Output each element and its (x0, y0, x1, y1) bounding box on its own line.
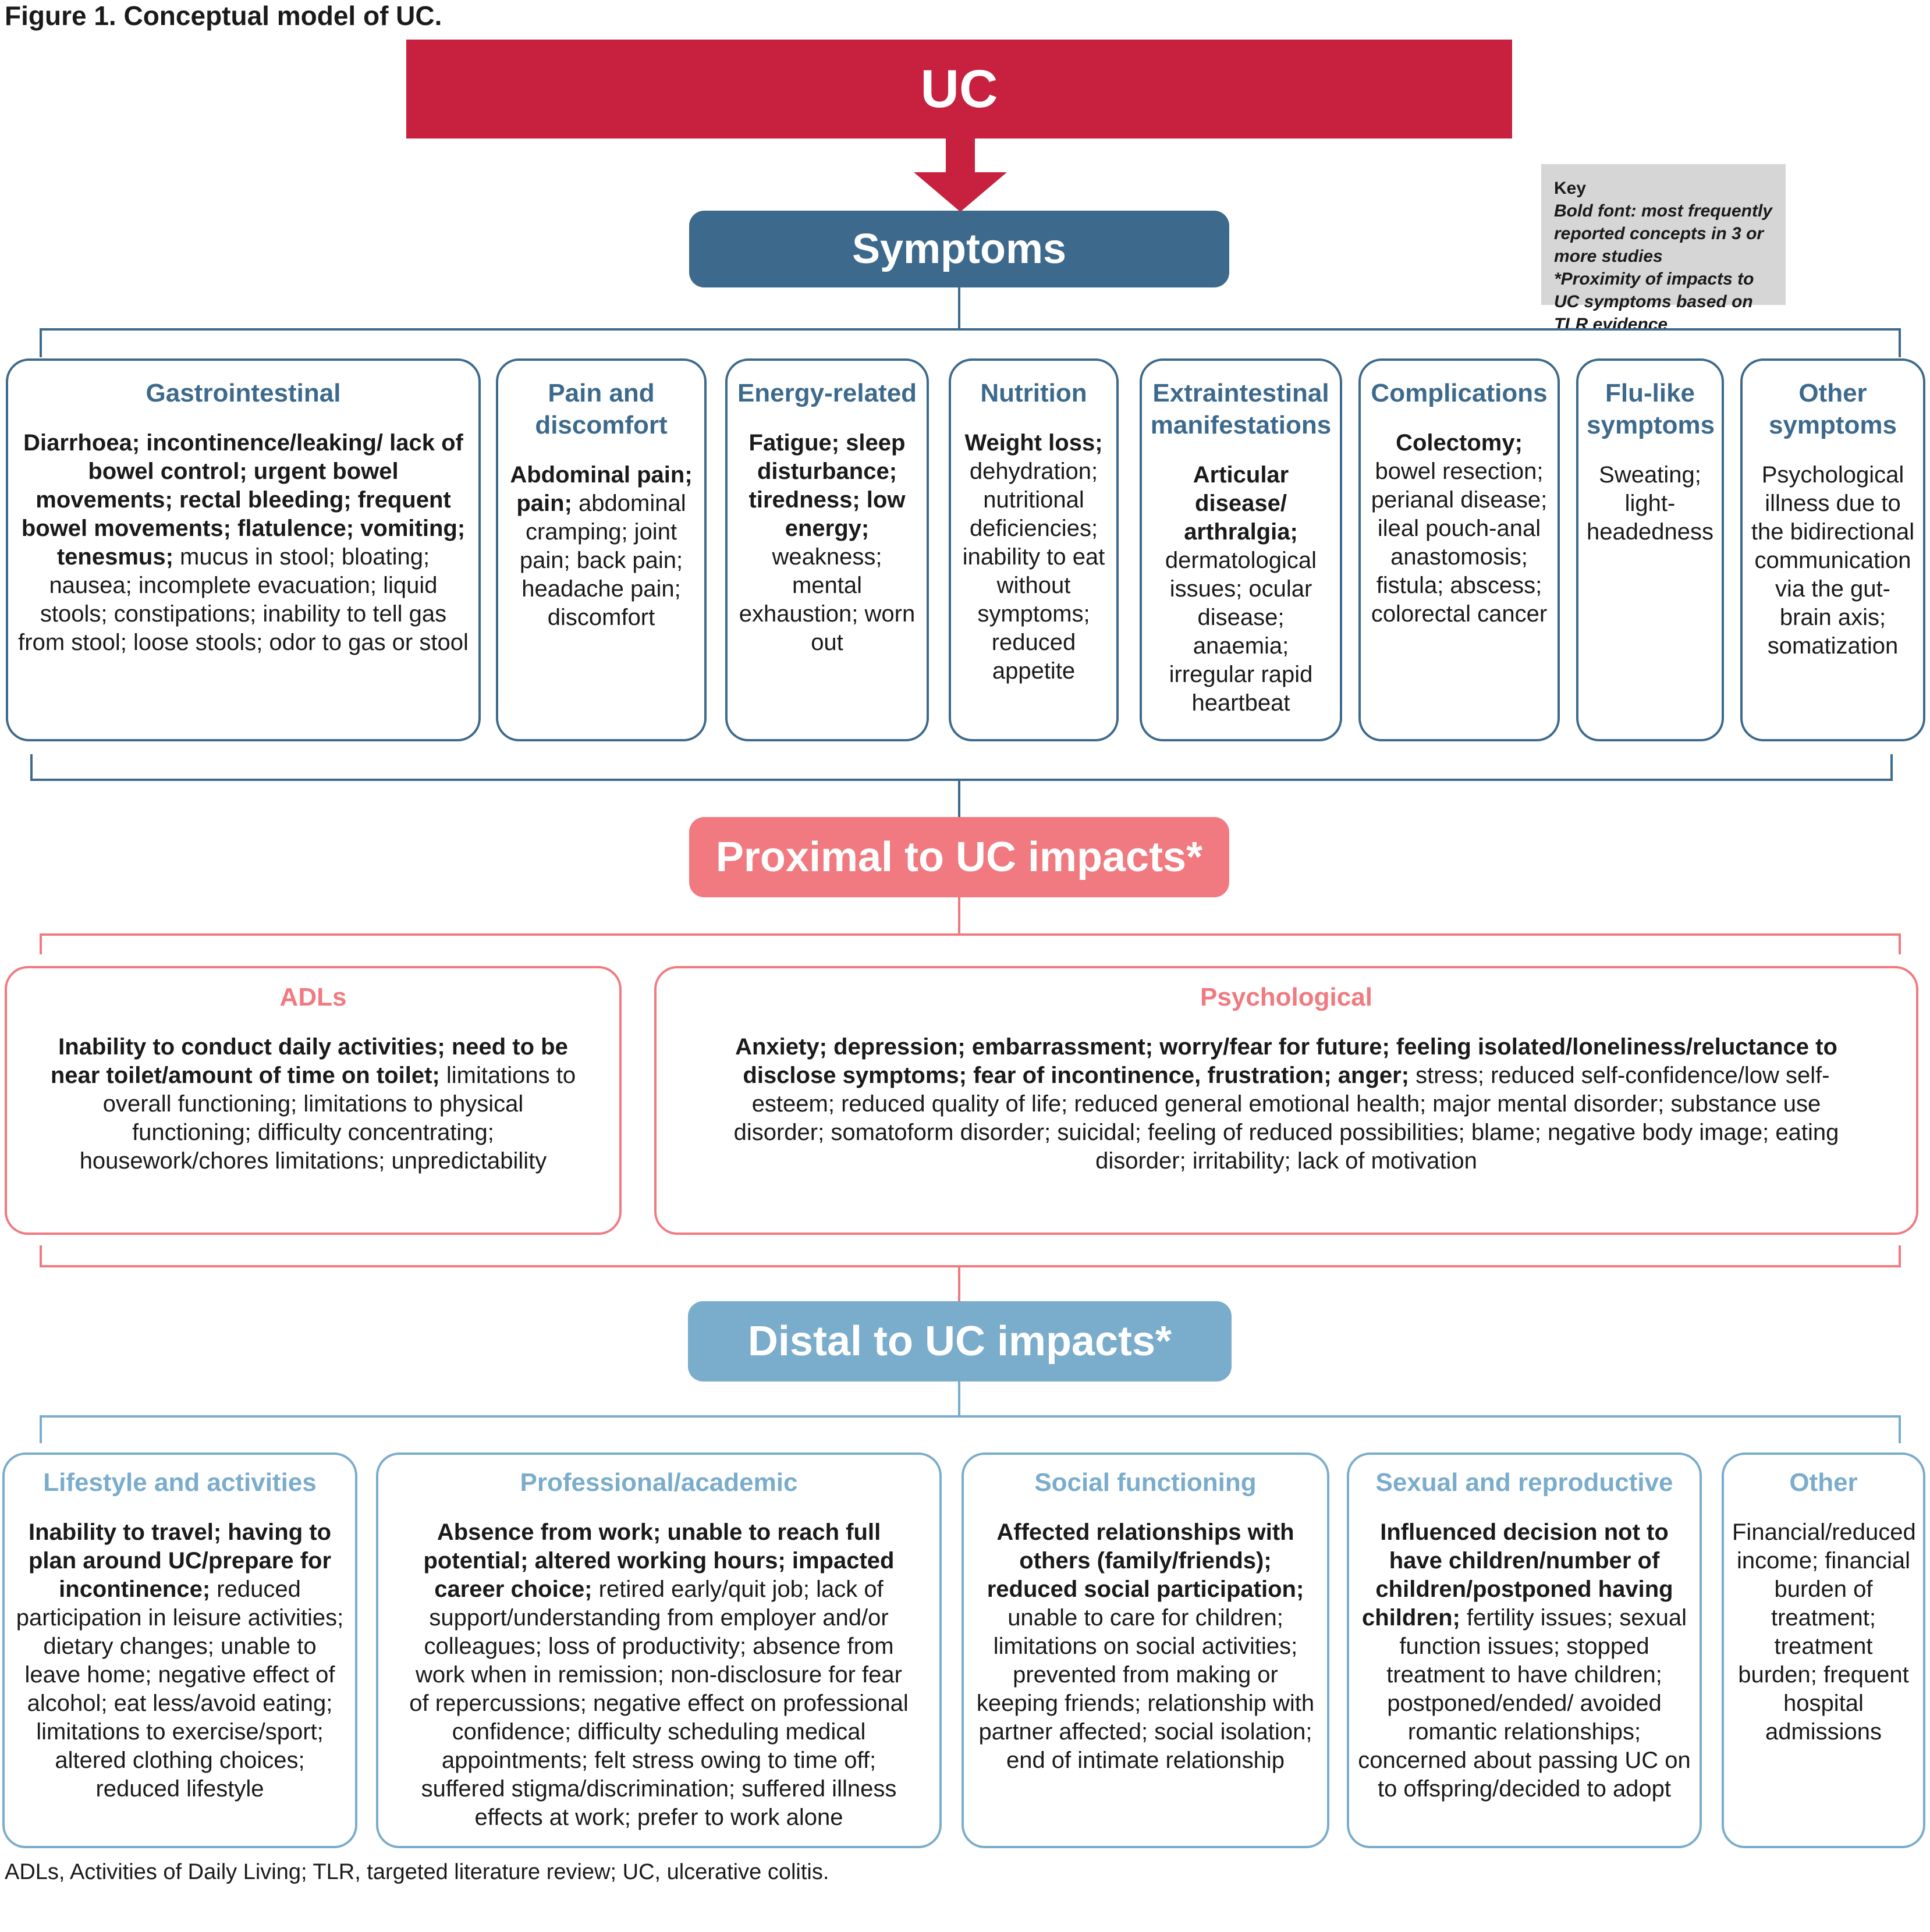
box-title: Flu-like symptoms (1587, 379, 1715, 439)
box-title: Other (1789, 1468, 1858, 1497)
box-title: Complications (1371, 379, 1548, 407)
bold-concepts: Abdominal pain; pain; (510, 462, 693, 516)
symptom-box-flu-like: Flu-like symptoms Sweating; light-headed… (1576, 358, 1724, 741)
other-concepts: Financial/reduced income; financial burd… (1732, 1519, 1916, 1745)
bold-concepts: Fatigue; sleep disturbance; tiredness; l… (748, 430, 906, 541)
bold-concepts: Diarrhoea; incontinence/leaking/ lack of… (21, 430, 466, 570)
box-title: Pain and discomfort (535, 379, 668, 439)
bold-concepts: Inability to travel; having to plan arou… (28, 1519, 332, 1602)
symptom-box-other: Other symptoms Psychological illness due… (1740, 358, 1925, 741)
other-concepts: reduced participation in leisure activit… (16, 1576, 344, 1802)
down-arrow-icon (914, 137, 1007, 212)
box-title: Other symptoms (1768, 379, 1897, 439)
other-concepts: limitations to overall functioning; limi… (79, 1063, 576, 1174)
other-concepts: Sweating; light-headedness (1587, 462, 1713, 545)
key-title: Key (1554, 179, 1587, 198)
distal-box-lifestyle: Lifestyle and activities Inability to tr… (2, 1452, 357, 1848)
other-concepts: stress; reduced self-confidence/low self… (733, 1063, 1839, 1174)
symptom-box-pain: Pain and discomfort Abdominal pain; pain… (496, 358, 707, 741)
bold-concepts: Articular disease/ arthralgia; (1184, 462, 1298, 545)
box-title: Energy-related (737, 379, 917, 407)
symptom-box-extraintestinal: Extraintestinal manifestations Articular… (1140, 358, 1342, 741)
other-concepts: fertility issues; sexual function issues… (1358, 1605, 1691, 1802)
uc-header-box: UC (406, 40, 1512, 138)
distal-box-social: Social functioning Affected relationship… (962, 1452, 1329, 1848)
proximal-box-psychological: Psychological Anxiety; depression; embar… (654, 966, 1918, 1235)
other-concepts: weakness; mental exhaustion; worn out (739, 544, 916, 655)
distal-box-professional: Professional/academic Absence from work;… (376, 1452, 942, 1848)
bold-concepts: Affected relationships with others (fami… (987, 1519, 1304, 1602)
bold-concepts: Inability to conduct daily activities; n… (50, 1034, 568, 1088)
box-title: Psychological (1200, 983, 1372, 1011)
box-title: Nutrition (980, 379, 1087, 407)
bold-concepts: Influenced decision not to have children… (1362, 1519, 1673, 1631)
key-line-proximity: *Proximity of impacts to UC symptoms bas… (1554, 269, 1754, 334)
box-title: ADLs (279, 983, 347, 1011)
box-title: Social functioning (1034, 1468, 1257, 1497)
symptom-box-nutrition: Nutrition Weight loss; dehydration; nutr… (949, 358, 1119, 741)
section-distal-impacts: Distal to UC impacts* (688, 1301, 1232, 1381)
section-symptoms: Symptoms (689, 211, 1229, 287)
symptom-box-energy: Energy-related Fatigue; sleep disturbanc… (725, 358, 929, 741)
symptom-box-complications: Complications Colectomy; bowel resection… (1358, 358, 1560, 741)
bold-concepts: Anxiety; depression; embarrassment; worr… (735, 1034, 1837, 1088)
box-title: Gastrointestinal (146, 379, 341, 407)
other-concepts: Psychological illness due to the bidirec… (1751, 462, 1915, 659)
other-concepts: dermatological issues; ocular disease; a… (1165, 548, 1317, 716)
bold-concepts: Absence from work; unable to reach full … (423, 1519, 895, 1602)
other-concepts: bowel resection; perianal disease; ileal… (1371, 459, 1548, 627)
box-title: Sexual and reproductive (1375, 1468, 1673, 1497)
box-title: Professional/academic (520, 1468, 798, 1497)
other-concepts: abdominal cramping; joint pain; back pai… (519, 491, 686, 630)
box-title: Lifestyle and activities (43, 1468, 317, 1497)
bold-concepts: Colectomy; (1396, 430, 1523, 456)
other-concepts: retired early/quit job; lack of support/… (409, 1576, 909, 1830)
other-concepts: dehydration; nutritional deficiencies; i… (962, 459, 1105, 684)
key-box: Key Bold font: most frequently reported … (1541, 164, 1786, 334)
distal-box-other: Other Financial/reduced income; financia… (1722, 1452, 1925, 1848)
distal-box-sexual-reproductive: Sexual and reproductive Influenced decis… (1347, 1452, 1702, 1848)
section-proximal-impacts: Proximal to UC impacts* (689, 817, 1229, 897)
proximal-box-adls: ADLs Inability to conduct daily activiti… (5, 966, 622, 1235)
figure-title: Figure 1. Conceptual model of UC. (5, 1, 442, 31)
box-title: Extraintestinal manifestations (1150, 379, 1332, 439)
footnote: ADLs, Activities of Daily Living; TLR, t… (5, 1860, 829, 1884)
symptom-box-gastrointestinal: Gastrointestinal Diarrhoea; incontinence… (6, 358, 481, 741)
other-concepts: unable to care for children; limitations… (976, 1605, 1315, 1773)
other-concepts: mucus in stool; bloating; nausea; incomp… (18, 544, 469, 655)
key-line-bold-font: Bold font: most frequently reported conc… (1554, 201, 1772, 266)
bold-concepts: Weight loss; (964, 430, 1103, 456)
